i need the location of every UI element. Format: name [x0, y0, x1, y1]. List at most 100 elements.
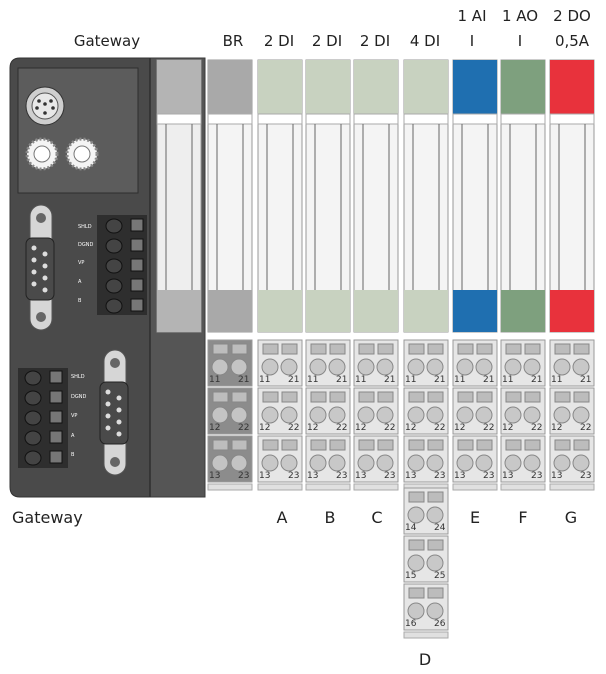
terminal-number: 13 — [307, 471, 318, 481]
terminal-number: 23 — [580, 471, 591, 481]
terminal-number: 11 — [209, 375, 220, 385]
terminal-number: 21 — [336, 375, 347, 385]
di-module-c — [353, 59, 399, 333]
terminal-number: 21 — [288, 375, 299, 385]
terminal-block: 14 24 — [403, 487, 449, 535]
di-label-4: 4 DI — [409, 32, 441, 50]
terminal-number: 11 — [405, 375, 416, 385]
terminal-number: 21 — [483, 375, 494, 385]
ai-label-line2: I — [469, 32, 475, 50]
di-label-3: 2 DI — [359, 32, 391, 50]
module-label-c: C — [371, 508, 383, 527]
terminal-number: 15 — [405, 571, 416, 581]
gateway-slice-module — [156, 59, 202, 333]
terminal-number: 11 — [355, 375, 366, 385]
label-a: A — [71, 433, 75, 439]
module-label-d: D — [418, 650, 432, 669]
label-b: B — [78, 298, 82, 304]
label-shld: SHLD — [71, 374, 85, 380]
terminal-number: 21 — [434, 375, 445, 385]
rotary-switch-icon — [25, 137, 59, 171]
terminal-number: 23 — [288, 471, 299, 481]
gateway-top-label: Gateway — [73, 32, 141, 50]
terminal-number: 12 — [259, 423, 270, 433]
terminal-block: 13 23 — [549, 435, 595, 483]
terminal-number: 12 — [209, 423, 220, 433]
gateway-bottom-label: Gateway — [12, 508, 83, 527]
ao-module-f — [500, 59, 546, 333]
terminal-block: 12 22 — [452, 387, 498, 435]
terminal-number: 22 — [483, 423, 494, 433]
terminal-number: 21 — [238, 375, 249, 385]
dsub-connector-icon — [25, 204, 55, 331]
terminal-number: 13 — [551, 471, 562, 481]
terminal-block: 11 21 — [207, 339, 253, 387]
terminal-number: 23 — [483, 471, 494, 481]
terminal-number: 13 — [502, 471, 513, 481]
terminal-blocks: 11 21 12 22 13 23 11 21 12 22 13 23 11 21 12 22 13 23 11 21… — [207, 339, 595, 639]
fieldbus-terminal-upper: SHLD DGND VP A B — [78, 215, 147, 315]
terminal-number: 22 — [288, 423, 299, 433]
terminal-number: 13 — [355, 471, 366, 481]
terminal-block: 12 22 — [207, 387, 253, 435]
label-vp: VP — [78, 260, 84, 266]
terminal-number: 22 — [531, 423, 542, 433]
terminal-block: 13 23 — [403, 435, 449, 483]
module-label-e: E — [469, 508, 481, 527]
module-label-f: F — [518, 508, 528, 527]
terminal-number: 22 — [238, 423, 249, 433]
di-module-d — [403, 59, 449, 333]
module-label-g: G — [564, 508, 578, 527]
terminal-number: 23 — [384, 471, 395, 481]
module-label-a: A — [276, 508, 288, 527]
ai-module-e — [452, 59, 498, 333]
din-connector-icon — [25, 86, 65, 126]
label-dgnd: DGND — [71, 394, 86, 400]
terminal-number: 12 — [355, 423, 366, 433]
terminal-number: 12 — [405, 423, 416, 433]
terminal-number: 13 — [405, 471, 416, 481]
terminal-block: 11 21 — [403, 339, 449, 387]
terminal-number: 22 — [580, 423, 591, 433]
terminal-number: 12 — [307, 423, 318, 433]
do-module-g — [549, 59, 595, 333]
terminal-number: 22 — [434, 423, 445, 433]
module-label-b: B — [324, 508, 336, 527]
terminal-number: 14 — [405, 523, 417, 533]
terminal-block: 11 21 — [305, 339, 351, 387]
terminal-number: 16 — [405, 619, 417, 629]
terminal-number: 23 — [434, 471, 445, 481]
terminal-number: 12 — [454, 423, 465, 433]
terminal-number: 11 — [454, 375, 465, 385]
di-label-1: 2 DI — [263, 32, 295, 50]
terminal-block: 11 21 — [452, 339, 498, 387]
ao-label-line1: 1 AO — [501, 7, 539, 25]
terminal-number: 24 — [434, 523, 446, 533]
terminal-number: 11 — [502, 375, 513, 385]
terminal-number: 13 — [454, 471, 465, 481]
di-module-b — [305, 59, 351, 333]
ao-label-line2: I — [517, 32, 523, 50]
terminal-number: 13 — [259, 471, 270, 481]
label-vp: VP — [71, 413, 77, 419]
terminal-number: 25 — [434, 571, 445, 581]
io-modules — [207, 59, 595, 333]
terminal-number: 11 — [307, 375, 318, 385]
label-shld: SHLD — [78, 224, 92, 230]
label-a: A — [78, 279, 82, 285]
dsub-connector-icon — [99, 349, 129, 476]
terminal-block: 13 23 — [452, 435, 498, 483]
ai-label-line1: 1 AI — [457, 7, 487, 25]
terminal-block: 13 23 — [353, 435, 399, 483]
